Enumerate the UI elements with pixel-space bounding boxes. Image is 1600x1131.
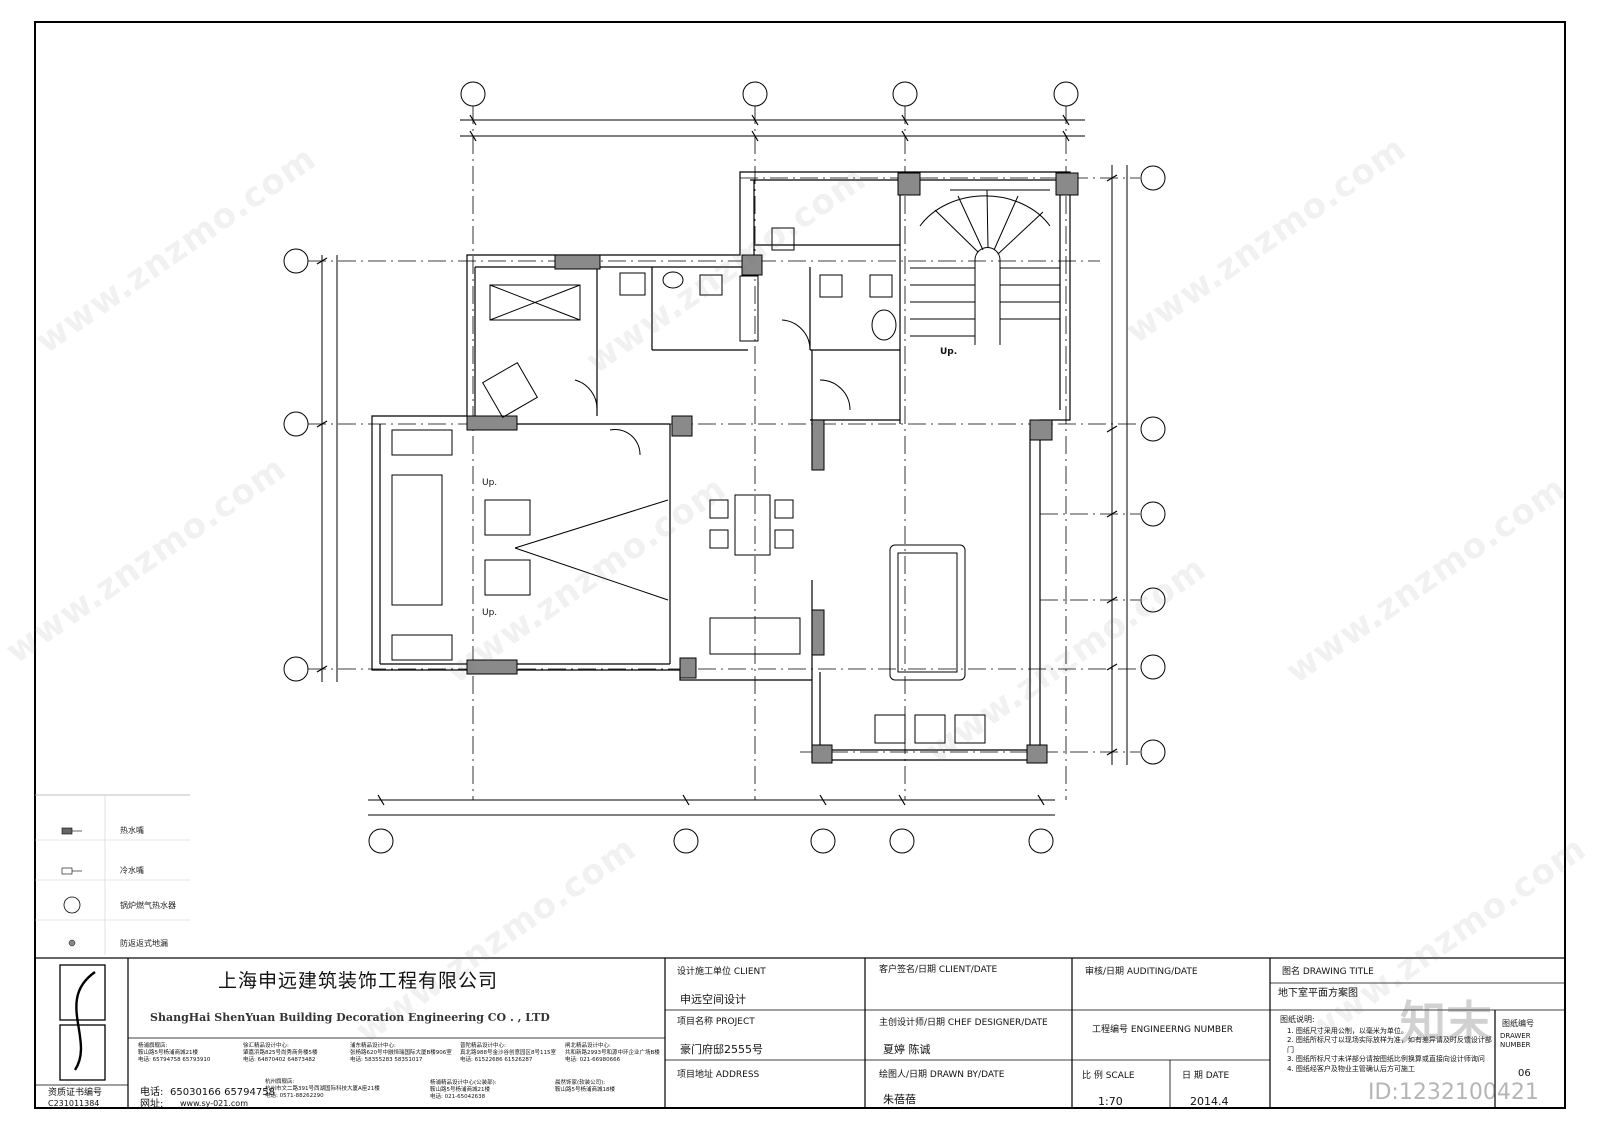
date-label: 日 期 DATE xyxy=(1182,1071,1230,1081)
axis-bubbles xyxy=(283,81,1166,854)
branch-2: 徐汇精品设计中心:肇嘉浜路825号尚秀商务楼5楼电话: 64870402 648… xyxy=(243,1043,318,1064)
axis-bubble-bottom-2 xyxy=(673,828,699,854)
branch-7: 杨浦精品设计中心(公装部):鞍山路5号杨浦商城21楼电话: 021-650426… xyxy=(430,1080,497,1101)
axis-bubble-left-2 xyxy=(283,411,309,437)
dimension-ticks xyxy=(316,114,1118,806)
branch-6: 杭州旗舰店:杭州市文二路391号西湖国际科技大厦A座21楼电话: 0571-88… xyxy=(265,1079,380,1100)
sheet-number-value: 06 xyxy=(1518,1068,1531,1079)
scale-value: 1:70 xyxy=(1098,1095,1123,1108)
cert-label: 资质证书编号 xyxy=(48,1088,103,1098)
legend-label-water-heater: 锅炉燃气热水器 xyxy=(120,901,176,910)
up-label-stair: Up. xyxy=(940,347,958,357)
sheet-number-label: 图纸编号 xyxy=(1502,1019,1534,1028)
axis-bubble-top-3 xyxy=(892,81,918,107)
legend-label-hot-water: 热水嘴 xyxy=(120,826,144,835)
legend-label-cold-water: 冷水嘴 xyxy=(120,866,144,875)
drawn-by-value: 朱蓓蓓 xyxy=(883,1093,916,1106)
brand-watermark: 知末 xyxy=(1400,996,1492,1050)
up-label-left-2: Up. xyxy=(482,608,498,618)
project-label: 项目名称 PROJECT xyxy=(677,1017,755,1027)
chair-1 xyxy=(484,499,531,536)
cold-water-tap-icon xyxy=(61,867,73,875)
axis-bubble-right-6 xyxy=(1140,739,1166,765)
bed-outline xyxy=(489,284,581,321)
chair-2 xyxy=(484,559,531,596)
axis-bubble-right-1 xyxy=(1140,165,1166,191)
web-value: www.sy-021.com xyxy=(180,1099,248,1108)
branch-3: 浦东精品设计中心:张杨路620号中融恒瑞国际大厦B楼906室电话: 583552… xyxy=(350,1043,452,1064)
sofa-left xyxy=(391,474,443,606)
structural-columns xyxy=(466,172,1079,764)
axis-bubble-left-1 xyxy=(283,248,309,274)
dining-table xyxy=(734,494,771,556)
axis-bubble-bottom-4 xyxy=(889,828,915,854)
axis-bubble-right-3 xyxy=(1140,501,1166,527)
client-sign-label: 客户签名/日期 CLIENT/DATE xyxy=(879,965,998,975)
eng-number-label: 工程编号 ENGINEERNG NUMBER xyxy=(1092,1025,1234,1035)
address-label: 项目地址 ADDRESS xyxy=(677,1070,760,1080)
axis-bubble-top-1 xyxy=(460,81,486,107)
billiard-table xyxy=(889,544,966,681)
sofa-bottom xyxy=(709,617,801,655)
web-label: 网址: xyxy=(140,1099,164,1110)
drawing-title-value: 地下室平面方案图 xyxy=(1278,988,1358,999)
axis-bubble-bottom-3 xyxy=(810,828,836,854)
gas-water-heater-icon xyxy=(63,896,81,914)
legend-label-floor-drain: 防返返式地漏 xyxy=(120,939,168,948)
toilet xyxy=(871,309,897,341)
spiral-stair xyxy=(910,189,1060,345)
axis-bubble-right-5 xyxy=(1140,654,1166,680)
branch-1: 杨浦旗舰店:鞍山路5号杨浦商城21楼电话: 65794758 65793910 xyxy=(138,1043,211,1064)
floor-drain-icon xyxy=(68,939,76,947)
dimension-lines xyxy=(321,119,1128,816)
sheet-number-label-en: DRAWER NUMBER xyxy=(1500,1032,1531,1050)
chief-designer-label: 主创设计师/日期 CHEF DESIGNER/DATE xyxy=(879,1018,1048,1028)
auditing-label: 审核/日期 AUDITING/DATE xyxy=(1085,967,1198,977)
axis-bubble-left-3 xyxy=(283,656,309,682)
client-value: 申远空间设计 xyxy=(680,993,746,1006)
axis-lines xyxy=(308,106,1140,800)
branch-4: 普陀精品设计中心:真北路988号金沙谷创意园区8号115室电话: 6152268… xyxy=(460,1043,556,1064)
project-value: 豪门府邸2555号 xyxy=(680,1043,763,1056)
axis-bubble-right-2 xyxy=(1140,416,1166,442)
scale-label: 比 例 SCALE xyxy=(1082,1071,1135,1081)
company-name-en: ShangHai ShenYuan Building Decoration En… xyxy=(150,1011,550,1024)
title-block-inner-lines xyxy=(35,982,1565,1108)
date-value: 2014.4 xyxy=(1190,1095,1229,1108)
up-label-left-1: Up. xyxy=(482,478,498,488)
axis-bubble-right-4 xyxy=(1140,587,1166,613)
client-label: 设计施工单位 CLIENT xyxy=(677,967,766,977)
legend-rows xyxy=(35,795,190,955)
company-name-cn: 上海申远建筑装饰工程有限公司 xyxy=(218,970,499,992)
axis-bubble-top-2 xyxy=(742,81,768,107)
drawn-by-label: 绘图人/日期 DRAWN BY/DATE xyxy=(879,1070,1005,1080)
notes-list: 1. 图纸尺寸采用公制，以毫米为单位。 2. 图纸所标尺寸以现场实际放样为准，如… xyxy=(1287,1027,1492,1073)
notes-label: 图纸说明: xyxy=(1280,1015,1315,1024)
drawing-title-label: 图名 DRAWING TITLE xyxy=(1282,967,1374,977)
company-logo-icon xyxy=(59,964,106,1081)
windows xyxy=(371,254,1041,740)
chief-designer-value: 夏婷 陈诚 xyxy=(883,1043,931,1056)
hot-water-tap-icon xyxy=(61,827,73,835)
branch-5: 闸北精品设计中心:共和新路2993号和源中环企业广场B楼电话: 021-6698… xyxy=(565,1043,660,1064)
cert-number: C231011384 xyxy=(48,1099,100,1108)
sheet-border xyxy=(34,21,1566,1109)
axis-bubble-top-4 xyxy=(1053,81,1079,107)
armchair xyxy=(481,361,539,419)
phone-value: 65030166 65794758 xyxy=(170,1087,275,1098)
axis-bubble-bottom-5 xyxy=(1028,828,1054,854)
phone-label: 电话: xyxy=(140,1087,164,1098)
axis-bubble-bottom-1 xyxy=(368,828,394,854)
id-watermark: ID:1232100421 xyxy=(1368,1080,1539,1105)
branch-8: 晨然饰家(软装公司):鞍山路5号杨浦商城18楼 xyxy=(555,1080,615,1094)
interior-fixtures xyxy=(391,189,1050,744)
